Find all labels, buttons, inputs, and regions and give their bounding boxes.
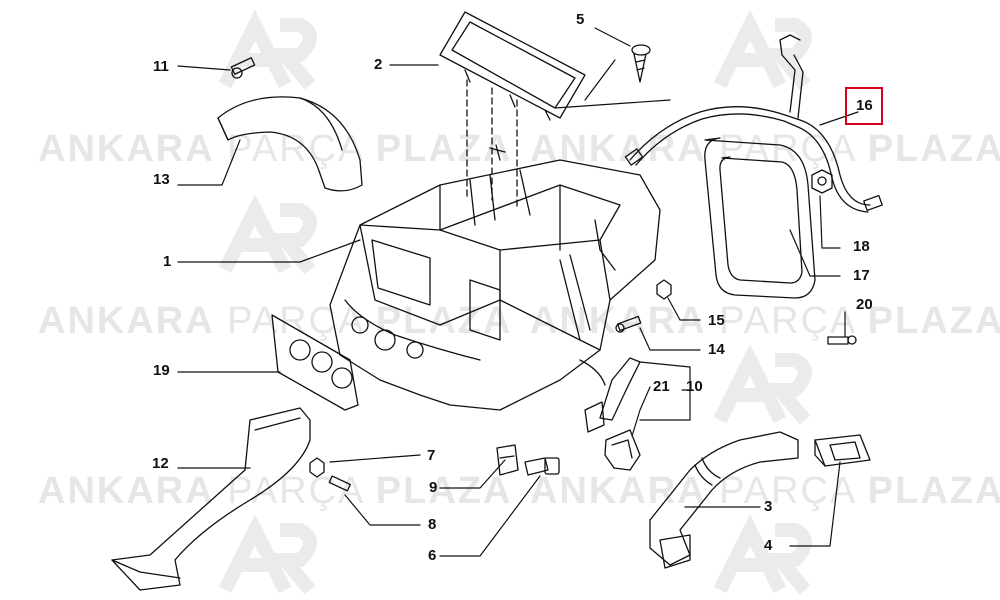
part-20-screw xyxy=(827,335,857,345)
part-15-nut xyxy=(656,279,672,300)
part-13-air-duct xyxy=(217,96,363,192)
part-19-bezel xyxy=(271,314,359,411)
part-5-screw xyxy=(631,44,651,83)
part-18-nut xyxy=(811,169,833,194)
callout-7[interactable]: 7 xyxy=(427,447,436,464)
part-3-flex-duct xyxy=(649,431,799,569)
callout-9[interactable]: 9 xyxy=(429,479,438,496)
callout-13[interactable]: 13 xyxy=(153,171,170,188)
part-1-hvac-housing xyxy=(329,144,661,411)
watermark-text-row2b: ANKARA PARÇA PLAZA xyxy=(530,300,1000,342)
watermark-logo-mid-right xyxy=(713,344,812,425)
part-21-clip xyxy=(604,429,641,471)
callout-3[interactable]: 3 xyxy=(764,498,773,515)
highlight-box-16 xyxy=(845,87,883,125)
callout-2[interactable]: 2 xyxy=(374,56,383,73)
callout-4[interactable]: 4 xyxy=(764,537,773,554)
watermark-logo-bottom xyxy=(218,514,317,595)
part-14-screw xyxy=(615,315,642,333)
watermark-logo-top-right xyxy=(713,9,812,90)
callout-17[interactable]: 17 xyxy=(853,267,870,284)
watermark-text-row3: ANKARA PARÇA PLAZA xyxy=(38,470,513,512)
watermark-logo-bottom-right xyxy=(713,514,812,595)
part-16-hose xyxy=(624,34,883,213)
callout-1[interactable]: 1 xyxy=(163,253,172,270)
callout-10[interactable]: 10 xyxy=(686,378,703,395)
callout-21[interactable]: 21 xyxy=(653,378,670,395)
callout-14[interactable]: 14 xyxy=(708,341,725,358)
callout-8[interactable]: 8 xyxy=(428,516,437,533)
watermark-text-row1: ANKARA PARÇA PLAZA xyxy=(38,128,513,170)
callout-6[interactable]: 6 xyxy=(428,547,437,564)
part-12-floor-duct xyxy=(111,407,311,591)
callout-12[interactable]: 12 xyxy=(152,455,169,472)
callout-15[interactable]: 15 xyxy=(708,312,725,329)
part-7-nut xyxy=(309,457,325,478)
leader-lines xyxy=(177,27,859,557)
callout-11[interactable]: 11 xyxy=(153,58,169,75)
callout-5[interactable]: 5 xyxy=(576,11,585,28)
callout-16[interactable]: 16 xyxy=(856,97,873,114)
callout-19[interactable]: 19 xyxy=(153,362,170,379)
part-11-screw xyxy=(230,57,256,79)
part-17-gasket xyxy=(704,137,816,299)
watermark-logo-mid xyxy=(218,194,317,275)
part-4-connector xyxy=(814,434,871,467)
watermark-text-row3b: ANKARA PARÇA PLAZA xyxy=(530,470,1000,512)
part-6-bolt xyxy=(524,457,560,476)
callout-18[interactable]: 18 xyxy=(853,238,870,255)
watermark-text-row2: ANKARA PARÇA PLAZA xyxy=(38,300,513,342)
part-9-clip xyxy=(496,444,519,476)
part-10-bracket xyxy=(584,357,641,433)
part-2-filter-cover xyxy=(439,11,586,121)
callout-20[interactable]: 20 xyxy=(856,296,873,313)
part-8-screw xyxy=(328,475,351,492)
